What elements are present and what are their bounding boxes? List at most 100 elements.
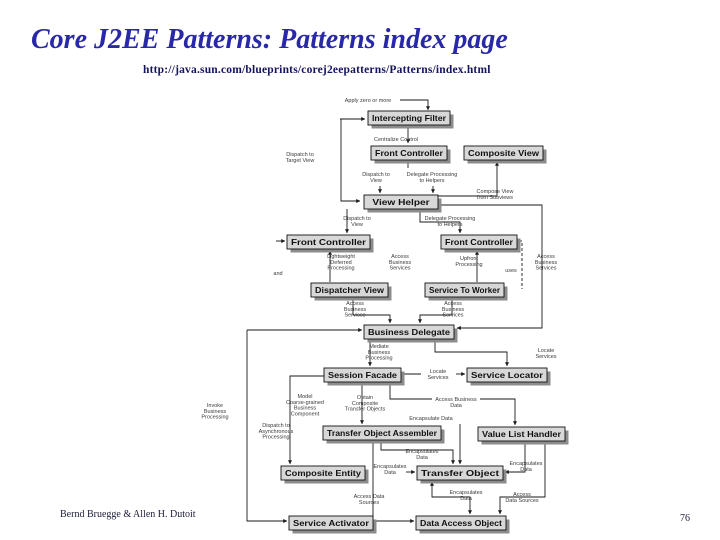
- pattern-box-transfer-object-assembler: Transfer Object Assembler: [322, 425, 445, 444]
- edge-label-apply-zero-or-more: Apply zero or more: [345, 98, 391, 104]
- pattern-box-composite-entity: Composite Entity: [280, 465, 369, 484]
- edge-label-uses: uses: [505, 268, 517, 274]
- pattern-box-label: Data Access Object: [420, 519, 502, 528]
- connector-line: [480, 398, 518, 426]
- pattern-box-rect: [310, 282, 389, 298]
- pattern-box-label: Dispatcher View: [315, 286, 385, 295]
- pattern-box-rect: [416, 465, 504, 481]
- pattern-box-rect: [466, 367, 548, 383]
- pattern-box-label: Transfer Object Assembler: [327, 429, 438, 438]
- edge-label-centralize-control: Centralize Control: [374, 137, 418, 143]
- connector-line: [504, 441, 526, 475]
- pattern-box-data-access-object: Data Access Object: [415, 515, 510, 534]
- connector-line: [417, 297, 453, 324]
- pattern-box-front-controller-left: Front Controller: [286, 234, 374, 253]
- pattern-box-business-delegate: Business Delegate: [363, 324, 458, 343]
- pattern-box-label: Front Controller: [445, 238, 514, 247]
- edge-label-encapsulate-data-0: Encapsulate Data: [409, 416, 453, 422]
- connector-line: [287, 375, 324, 465]
- slide-url: http://java.sun.com/blueprints/corej2eep…: [143, 64, 491, 76]
- page-number: 76: [680, 513, 690, 524]
- pattern-box-rect: [363, 194, 439, 210]
- pattern-box-dispatcher-view: Dispatcher View: [310, 282, 392, 301]
- pattern-box-rect: [477, 426, 566, 442]
- pattern-box-label: Session Facade: [328, 371, 397, 380]
- pattern-box-label: Front Controller: [291, 238, 367, 247]
- pattern-box-value-list-handler: Value List Handler: [477, 426, 569, 445]
- pattern-box-session-facade: Session Facade: [323, 367, 405, 386]
- pattern-box-intercepting-filter: Intercepting Filter: [367, 110, 454, 129]
- pattern-box-service-to-worker: Service To Worker: [424, 282, 508, 301]
- pattern-box-label: Business Delegate: [368, 328, 450, 337]
- connector-line: [352, 297, 393, 324]
- connector-line: [246, 330, 288, 524]
- pattern-box-service-activator: Service Activator: [288, 515, 377, 534]
- pattern-box-rect: [322, 425, 442, 441]
- pattern-box-rect: [323, 367, 402, 383]
- pattern-box-label: Composite Entity: [285, 469, 361, 478]
- pattern-box-rect: [424, 282, 505, 298]
- pattern-box-rect: [440, 234, 518, 250]
- pattern-box-rect: [367, 110, 451, 126]
- pattern-box-rect: [415, 515, 507, 531]
- pattern-box-rect: [370, 145, 448, 161]
- connector-line: [400, 99, 431, 111]
- pattern-box-front-controller-right: Front Controller: [440, 234, 521, 253]
- pattern-box-front-controller-top: Front Controller: [370, 145, 451, 164]
- connector-line: [438, 161, 500, 197]
- connector-line: [389, 382, 432, 400]
- pattern-box-rect: [463, 145, 544, 161]
- connector-line: [434, 339, 510, 367]
- pattern-box-label: Composite View: [468, 149, 540, 158]
- pattern-box-label: Transfer Object: [421, 469, 499, 478]
- connector-line: [380, 440, 456, 465]
- pattern-box-service-locator: Service Locator: [466, 367, 551, 386]
- footer-authors: Bernd Bruegge & Allen H. Dutoit: [60, 509, 196, 520]
- pattern-box-rect: [286, 234, 371, 250]
- pattern-box-label: Service Locator: [471, 371, 544, 380]
- connector-line: [438, 204, 543, 331]
- pattern-box-label: Value List Handler: [482, 430, 562, 439]
- slide-title: Core J2EE Patterns: Patterns index page: [31, 24, 508, 55]
- pattern-box-label: Service Activator: [293, 519, 370, 528]
- connector-line: [429, 481, 473, 515]
- pattern-box-label: Front Controller: [375, 149, 444, 158]
- pattern-box-rect: [363, 324, 455, 340]
- edge-label-and: and: [273, 271, 282, 277]
- pattern-box-rect: [280, 465, 366, 481]
- connector-line: [340, 119, 361, 204]
- pattern-box-view-helper: View Helper: [363, 194, 442, 213]
- pattern-box-transfer-object: Transfer Object: [416, 465, 507, 484]
- pattern-box-rect: [288, 515, 374, 531]
- pattern-box-label: Intercepting Filter: [372, 114, 447, 123]
- connector-line: [497, 441, 546, 515]
- pattern-box-label: Service To Worker: [429, 286, 501, 295]
- connector-line: [419, 209, 463, 234]
- pattern-box-composite-view: Composite View: [463, 145, 547, 164]
